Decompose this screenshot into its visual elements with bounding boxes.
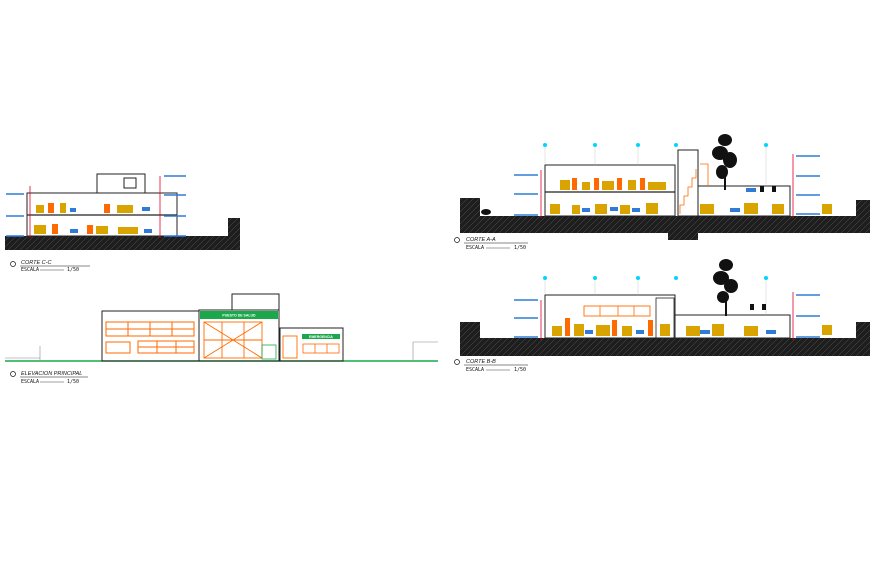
section-c-c-title: CORTE C-C bbox=[21, 260, 51, 266]
section-c-c-scale-label: ESCALA bbox=[21, 267, 39, 273]
side-sign-text: EMERGENCIA bbox=[309, 335, 333, 339]
elevation-principal: PUESTO DE SALUD EMERGENCIA bbox=[5, 293, 438, 385]
section-b-b-scale-label: ESCALA bbox=[466, 367, 484, 373]
main-sign-text: PUESTO DE SALUD bbox=[222, 314, 256, 318]
section-c-c: CORTE C-C ESCALA 1/50 bbox=[5, 173, 240, 273]
section-a-a-scale: 1/50 bbox=[514, 245, 526, 251]
section-b-b-scale: 1/50 bbox=[514, 367, 526, 373]
elevation-scale: 1/50 bbox=[67, 379, 79, 385]
elevation-title: ELEVACION PRINCIPAL bbox=[21, 371, 82, 377]
section-b-b-title: CORTE B-B bbox=[466, 359, 496, 365]
section-a-a: CORTE A-A ESCALA 1/50 bbox=[454, 134, 870, 251]
section-c-c-scale: 1/50 bbox=[67, 267, 79, 273]
section-a-a-title: CORTE A-A bbox=[466, 237, 496, 243]
section-b-b: CORTE B-B ESCALA 1/50 bbox=[454, 259, 870, 373]
elevation-scale-label: ESCALA bbox=[21, 379, 39, 385]
section-a-a-scale-label: ESCALA bbox=[466, 245, 484, 251]
